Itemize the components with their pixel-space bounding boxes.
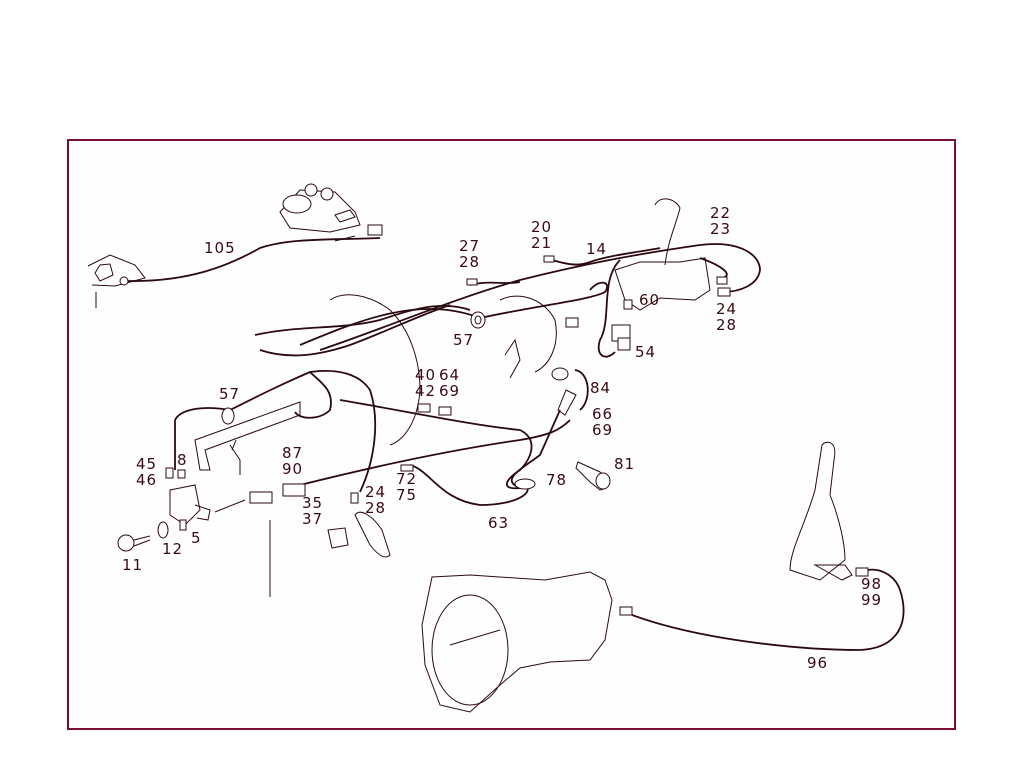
callout-text: 28 <box>459 253 481 271</box>
callout-text: 66 <box>592 405 614 423</box>
callout-text: 64 <box>439 366 461 384</box>
cable-96-connector <box>619 606 633 616</box>
callout-text: 72 <box>396 470 418 488</box>
callout-63: 63 <box>488 515 509 531</box>
callout-54: 54 <box>635 344 656 360</box>
callout-text: 42 <box>415 382 437 400</box>
callout-12: 12 <box>162 541 183 557</box>
callout-text: 8 <box>177 451 188 469</box>
callout-text: 20 <box>531 218 553 236</box>
switch-54-drawing <box>611 324 631 351</box>
callout-14: 14 <box>586 241 607 257</box>
callout-57-top: 57 <box>453 332 474 348</box>
callout-105: 105 <box>204 240 236 256</box>
shift-lever-upper-drawing <box>614 198 711 311</box>
grommet-57-top <box>470 311 486 329</box>
callout-text: 60 <box>639 291 661 309</box>
washer-12-drawing <box>157 521 169 539</box>
callout-text: 5 <box>191 529 202 547</box>
callout-text: 87 <box>282 444 304 462</box>
callout-text: 57 <box>453 331 475 349</box>
callout-text: 84 <box>590 379 612 397</box>
transmission-lower-drawing <box>421 571 613 713</box>
callout-text: 40 <box>415 366 437 384</box>
callout-text: 98 <box>861 575 883 593</box>
callout-text: 69 <box>439 382 461 400</box>
callout-text: 78 <box>546 471 568 489</box>
callout-text: 35 <box>302 494 324 512</box>
callout-text: 11 <box>122 556 144 574</box>
callout-text: 99 <box>861 591 883 609</box>
callout-text: 14 <box>586 240 608 258</box>
callout-text: 27 <box>459 237 481 255</box>
callout-text: 75 <box>396 486 418 504</box>
callout-84: 84 <box>590 380 611 396</box>
callout-text: 54 <box>635 343 657 361</box>
boot-81-drawing <box>575 461 611 491</box>
clip-78-drawing <box>514 478 536 490</box>
cable-105 <box>127 237 381 282</box>
callout-text: 46 <box>136 471 158 489</box>
callout-text: 69 <box>592 421 614 439</box>
sensor-84-drawing <box>551 367 577 416</box>
callout-8: 8 <box>177 452 188 468</box>
callout-78: 78 <box>546 472 567 488</box>
callout-57-left: 57 <box>219 386 240 402</box>
callout-text: 90 <box>282 460 304 478</box>
callout-11: 11 <box>122 557 143 573</box>
callout-text: 105 <box>204 239 236 257</box>
callout-text: 28 <box>365 499 387 517</box>
callout-96: 96 <box>807 655 828 671</box>
callout-text: 24 <box>716 300 738 318</box>
callout-text: 81 <box>614 455 636 473</box>
callout-text: 45 <box>136 455 158 473</box>
callout-text: 63 <box>488 514 510 532</box>
callout-text: 21 <box>531 234 553 252</box>
diagram-frame <box>67 139 956 730</box>
callout-text: 12 <box>162 540 184 558</box>
screw-11-drawing <box>117 534 151 552</box>
grommet-57-left <box>221 407 235 425</box>
speedometer-cable-96 <box>631 568 905 651</box>
solenoid-5-drawing <box>169 484 211 531</box>
control-module-drawing <box>279 183 383 242</box>
callout-text: 96 <box>807 654 829 672</box>
bracket-drawing <box>194 401 301 475</box>
gear-lever-lower-drawing <box>789 441 853 581</box>
transmission-upper-drawing <box>329 294 557 446</box>
callout-text: 23 <box>710 220 732 238</box>
callout-text: 24 <box>365 483 387 501</box>
cover-drawing <box>327 511 391 558</box>
callout-text: 22 <box>710 204 732 222</box>
main-harness <box>174 243 761 506</box>
callout-81: 81 <box>614 456 635 472</box>
callout-text: 57 <box>219 385 241 403</box>
connectors-drawing <box>165 255 869 577</box>
leader-lines <box>214 439 271 597</box>
callout-5: 5 <box>191 530 202 546</box>
callout-60: 60 <box>639 292 660 308</box>
callout-text: 28 <box>716 316 738 334</box>
callout-text: 37 <box>302 510 324 528</box>
